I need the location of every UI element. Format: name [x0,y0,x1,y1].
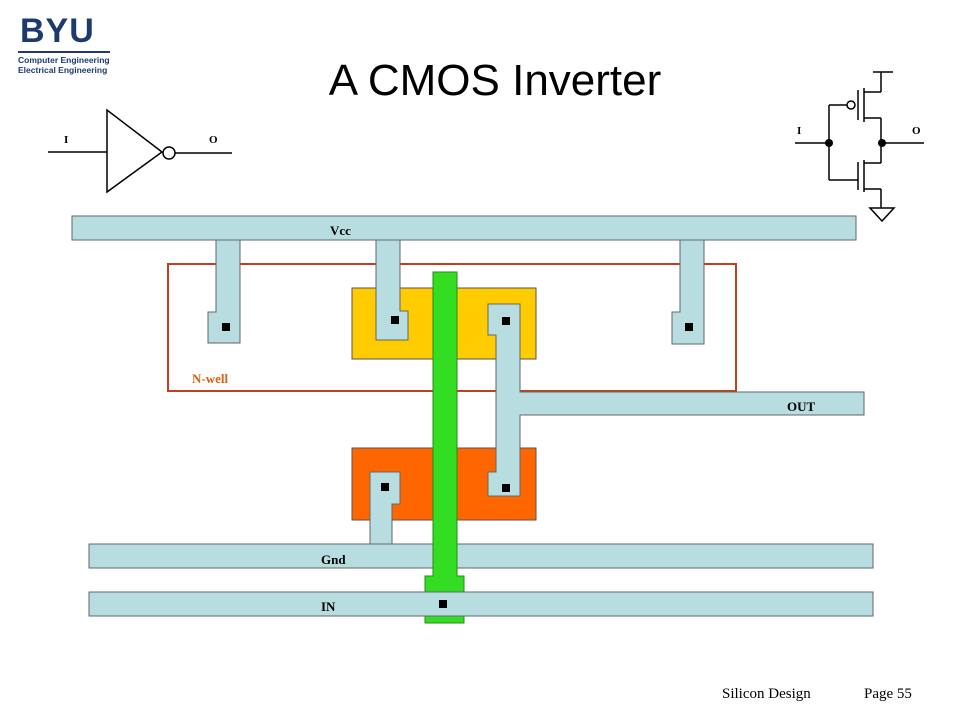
logo-line-2: Electrical Engineering [18,65,108,75]
slide-title: A CMOS Inverter [328,56,662,105]
gnd-rail [88,543,874,569]
logo-divider [18,51,110,53]
poly-gate [424,271,465,624]
logo-mark: BYU [20,12,95,50]
gate-output-label: O [209,134,218,146]
gate-bubble [162,146,176,160]
pmos-gate-bubble [846,100,856,110]
vcc-drop-left [207,239,241,344]
footer-course: Silicon Design [722,686,811,702]
out-metal [487,303,865,497]
transistor-schematic [795,71,924,223]
contacts [222,316,693,608]
contact-nwell-right [685,323,693,331]
schematic-output-label: O [912,125,921,137]
contact-pmos-source [391,316,399,324]
vcc-drop-right [671,239,705,345]
in-rail [88,591,874,617]
contact-poly-in [439,600,447,608]
gate-input-label: I [64,134,68,146]
inverter-gate-symbol [48,108,232,194]
vcc-drop-pmos [375,239,409,341]
input-junction-dot [825,139,833,147]
vcc-rail [71,215,857,241]
gate-triangle [106,108,164,194]
contact-nwell-left [222,323,230,331]
in-label: IN [321,599,336,614]
byu-logo: BYU Computer Engineering Electrical Engi… [18,14,128,75]
ground-symbol [868,207,896,223]
output-junction-dot [878,139,886,147]
logo-line-1: Computer Engineering [18,55,110,65]
schematic-input-label: I [797,125,801,137]
contact-nmos-source [381,483,389,491]
gnd-label: Gnd [321,552,346,567]
vcc-label: Vcc [330,223,351,238]
contact-nmos-drain [502,484,510,492]
footer-page: Page 55 [864,686,912,702]
nwell-label: N-well [192,371,228,386]
out-label: OUT [787,399,816,414]
contact-pmos-drain [502,317,510,325]
